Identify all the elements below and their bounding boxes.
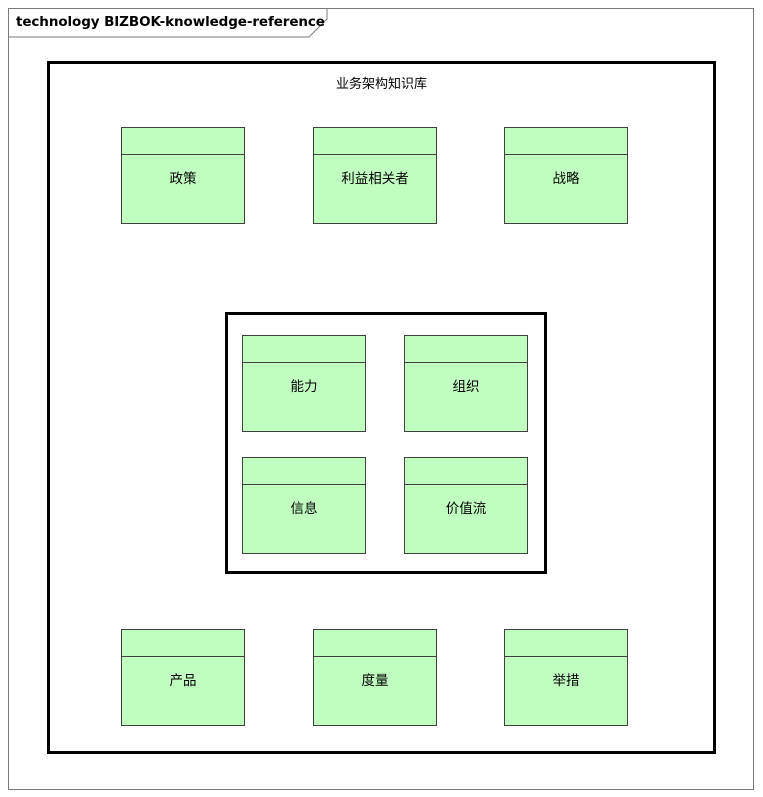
package-tab bbox=[314, 630, 436, 657]
package-tab bbox=[243, 336, 365, 363]
knowledge-base-container[interactable]: 业务架构知识库 bbox=[47, 61, 716, 754]
package-tab bbox=[122, 128, 244, 155]
package-label: 利益相关者 bbox=[341, 171, 409, 187]
package-tab bbox=[405, 336, 527, 363]
package-metrics[interactable]: 度量 bbox=[313, 629, 437, 726]
package-tab bbox=[122, 630, 244, 657]
package-information[interactable]: 信息 bbox=[242, 457, 366, 554]
package-value-stream[interactable]: 价值流 bbox=[404, 457, 528, 554]
package-label: 政策 bbox=[169, 171, 197, 187]
package-label: 产品 bbox=[169, 673, 197, 689]
core-packages-container[interactable] bbox=[225, 312, 547, 574]
title-tab-outline bbox=[9, 9, 328, 38]
package-organization[interactable]: 组织 bbox=[404, 335, 528, 432]
package-tab bbox=[314, 128, 436, 155]
package-strategy[interactable]: 战略 bbox=[504, 127, 628, 224]
package-tab bbox=[405, 458, 527, 485]
package-tab bbox=[243, 458, 365, 485]
package-label: 信息 bbox=[290, 501, 318, 517]
package-stakeholders[interactable]: 利益相关者 bbox=[313, 127, 437, 224]
package-label: 能力 bbox=[290, 379, 318, 395]
knowledge-base-label: 业务架构知识库 bbox=[335, 77, 427, 92]
package-label: 战略 bbox=[552, 171, 580, 187]
package-policy[interactable]: 政策 bbox=[121, 127, 245, 224]
package-initiatives[interactable]: 举措 bbox=[504, 629, 628, 726]
package-label: 度量 bbox=[361, 673, 389, 689]
package-label: 价值流 bbox=[445, 501, 487, 517]
package-capability[interactable]: 能力 bbox=[242, 335, 366, 432]
diagram-title: technology BIZBOK-knowledge-reference bbox=[16, 14, 325, 30]
package-label: 组织 bbox=[452, 379, 480, 395]
package-tab bbox=[505, 128, 627, 155]
package-label: 举措 bbox=[552, 673, 580, 689]
package-product[interactable]: 产品 bbox=[121, 629, 245, 726]
diagram-title-tab: technology BIZBOK-knowledge-reference bbox=[9, 9, 329, 39]
package-tab bbox=[505, 630, 627, 657]
